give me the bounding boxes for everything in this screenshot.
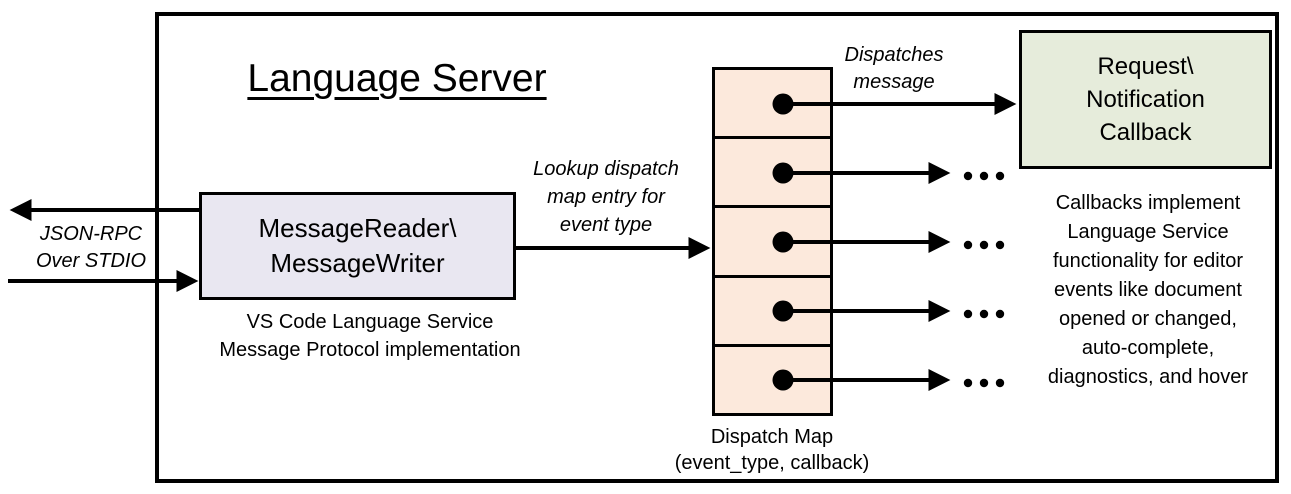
- dispatch-map-cell-5: [715, 343, 830, 413]
- request-notification-callback-box: Request\ Notification Callback: [1019, 30, 1272, 169]
- diagram-title: Language Server: [247, 57, 547, 100]
- dispatch-map-cell-3: [715, 205, 830, 274]
- dispatch-map-cell-2: [715, 136, 830, 205]
- stdio-transport-label: JSON-RPC Over STDIO: [35, 223, 146, 272]
- dispatches-message-label: Dispatches message: [844, 44, 944, 93]
- dispatch-map-box: [712, 67, 833, 416]
- message-reader-writer-caption: VS Code Language Service Message Protoco…: [219, 311, 521, 361]
- callbacks-note: Callbacks implement Language Service fun…: [1047, 192, 1249, 388]
- dispatch-map-cell-1: [715, 70, 830, 136]
- lookup-dispatch-label: Lookup dispatch map entry for event type: [533, 158, 679, 236]
- message-reader-writer-box: MessageReader\ MessageWriter: [199, 192, 516, 300]
- dispatch-map-caption: Dispatch Map (event_type, callback): [674, 426, 870, 474]
- dispatch-map-cell-4: [715, 274, 830, 344]
